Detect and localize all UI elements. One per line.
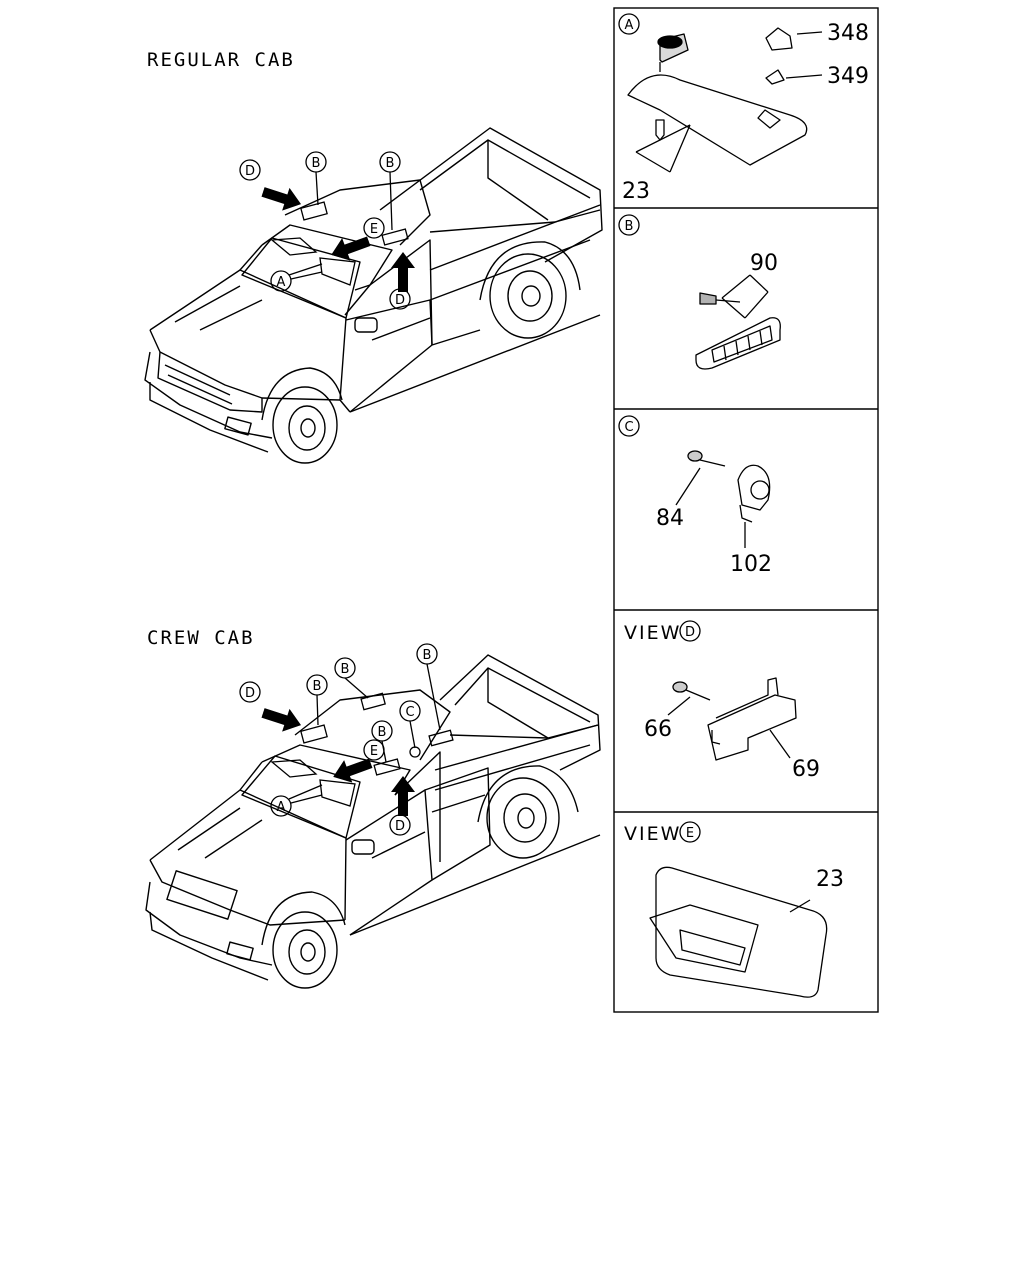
callout-d: D [395, 819, 405, 834]
part-23: 23 [816, 867, 844, 892]
callout-b: B [423, 648, 432, 663]
panel-c-letter: C [624, 420, 633, 435]
panel-view-e: VIEW E 23 [624, 821, 844, 998]
part-102: 102 [730, 552, 772, 577]
detail-panels-frame [613, 7, 879, 1013]
part-349: 349 [827, 64, 869, 89]
regular-cab-callouts [239, 151, 411, 310]
part-69: 69 [792, 757, 820, 782]
regular-cab-truck [144, 127, 603, 464]
callout-c: C [405, 705, 414, 720]
panel-d-letter: D [685, 625, 695, 640]
callout-b: B [386, 156, 395, 171]
crew-cab-callouts [239, 643, 454, 836]
callout-d: D [395, 293, 405, 308]
callout-a: A [277, 800, 286, 815]
panel-e-view-label: VIEW [624, 823, 681, 845]
panel-a-letter: A [625, 18, 634, 33]
part-66: 66 [644, 717, 672, 742]
part-348: 348 [827, 21, 869, 46]
part-90: 90 [750, 251, 778, 276]
callout-b: B [313, 679, 322, 694]
panel-d-view-label: VIEW [624, 622, 681, 644]
crew-cab-callout-letters: D B B B B C E D A [245, 648, 431, 834]
panel-c-hook: C 84 102 [618, 415, 772, 577]
part-84: 84 [656, 506, 684, 531]
crew-cab-truck [145, 654, 601, 989]
panel-b-letter: B [625, 219, 634, 234]
part-23: 23 [622, 179, 650, 204]
callout-a: A [277, 275, 286, 290]
crew-cab-title: CREW CAB [147, 627, 255, 649]
panel-view-d: VIEW D 66 69 [624, 620, 820, 782]
callout-d: D [245, 686, 255, 701]
callout-b: B [312, 156, 321, 171]
callout-b: B [378, 725, 387, 740]
callout-e: E [370, 222, 378, 237]
panel-b-handle: B 90 [618, 214, 781, 370]
panel-a-sunvisor: A 348 349 23 [618, 13, 869, 204]
callout-d: D [245, 164, 255, 179]
callout-b: B [341, 662, 350, 677]
regular-cab-callout-letters: D B B E D A [245, 156, 405, 308]
regular-cab-title: REGULAR CAB [147, 49, 295, 71]
callout-e: E [370, 744, 378, 759]
panel-e-letter: E [686, 826, 694, 841]
